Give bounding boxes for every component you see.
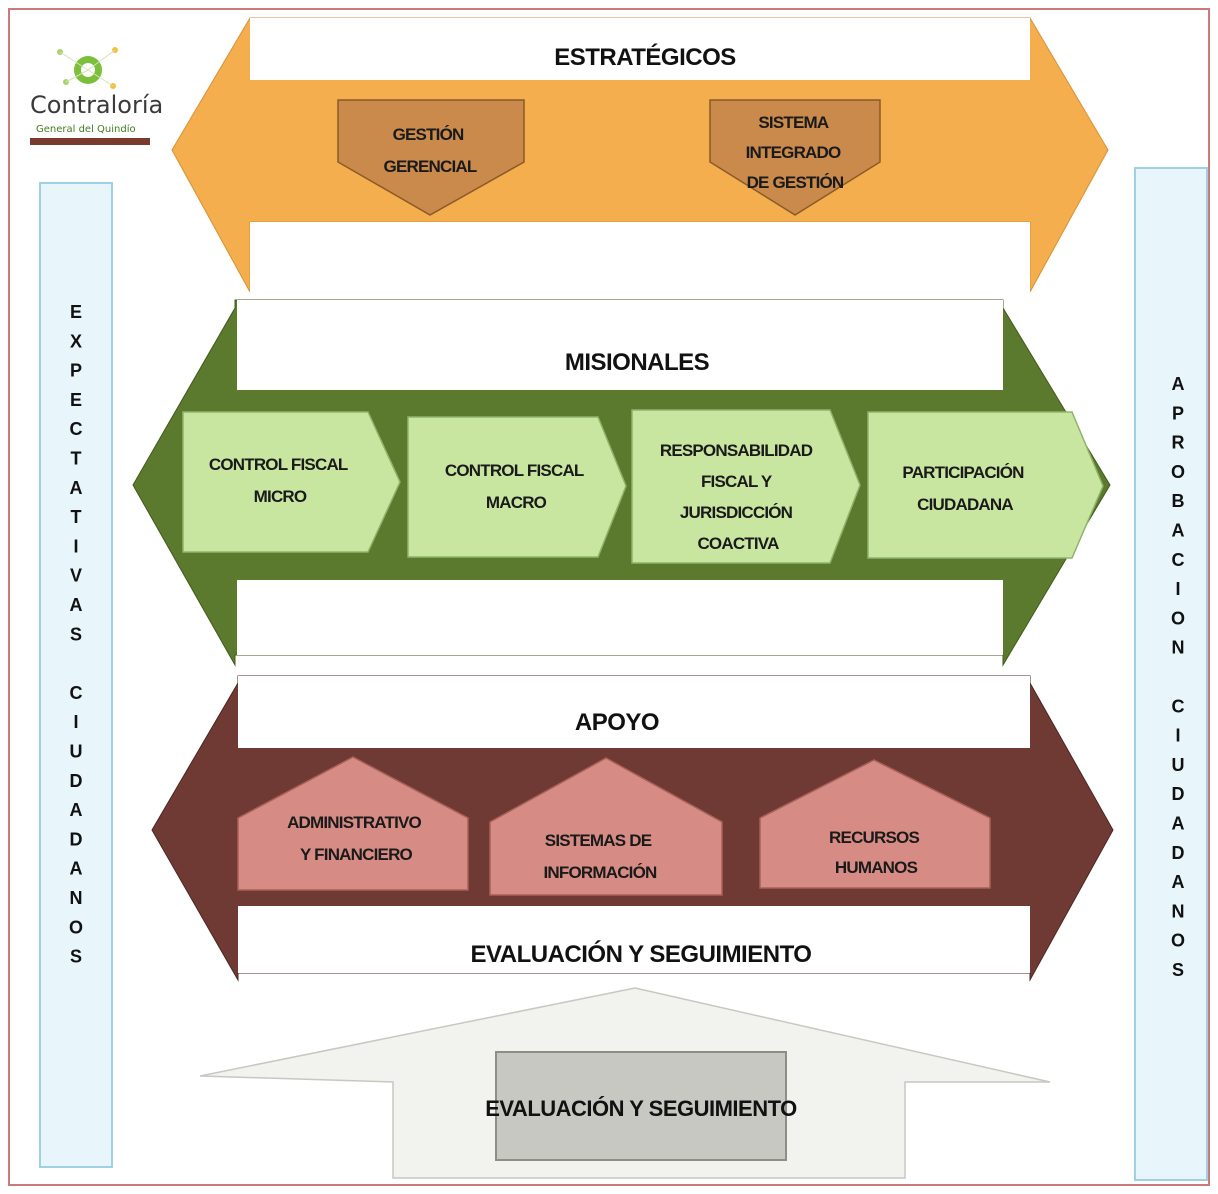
recursos-humanos-box xyxy=(759,759,991,889)
apoyo-title-band xyxy=(238,676,1030,748)
side-label-letter: D xyxy=(1172,843,1185,863)
sistema-integrado-box xyxy=(709,99,881,216)
gestion-gerencial-label: GESTIÓN GERENCIAL xyxy=(384,125,477,176)
side-label-letter: R xyxy=(1172,433,1185,453)
side-label-letter: V xyxy=(70,566,82,586)
recursos-humanos-label: RECURSOS HUMANOS xyxy=(829,828,923,877)
side-label-letter: A xyxy=(1172,521,1185,541)
participacion-ciudadana-box xyxy=(867,411,1104,559)
side-label-letter: U xyxy=(1172,755,1185,775)
side-label-letter: O xyxy=(1171,462,1185,482)
participacion-ciudadana-label: PARTICIPACIÓN CIUDADANA xyxy=(902,463,1027,514)
side-label-letter: C xyxy=(70,683,83,703)
side-label-letter: I xyxy=(73,712,78,732)
side-label-letter: A xyxy=(70,478,83,498)
side-label-letter: O xyxy=(1171,931,1185,951)
side-label-letter: O xyxy=(69,917,83,937)
side-label-letter: I xyxy=(1175,579,1180,599)
right-side-panel xyxy=(1134,167,1208,1181)
side-label-letter: S xyxy=(70,947,82,967)
left-side-panel xyxy=(39,182,113,1168)
administrativo-financiero-box xyxy=(237,756,469,891)
side-label-letter: A xyxy=(1172,872,1185,892)
contraloria-logo: Contraloría General del Quindío xyxy=(30,47,163,145)
side-label-letter: I xyxy=(1175,726,1180,746)
logo-subtitle: General del Quindío xyxy=(36,123,136,135)
side-label-letter: P xyxy=(1172,403,1184,423)
control-fiscal-micro-box xyxy=(182,411,401,553)
side-label-letter: C xyxy=(1172,550,1185,570)
side-label-letter: S xyxy=(1172,960,1184,980)
evaluacion-box-label: EVALUACIÓN Y SEGUIMIENTO xyxy=(485,1096,797,1121)
side-label-letter: C xyxy=(1172,696,1185,716)
control-fiscal-micro-label: CONTROL FISCAL MICRO xyxy=(209,455,351,506)
evaluacion-title: EVALUACIÓN Y SEGUIMIENTO xyxy=(471,940,812,968)
side-label-letter: A xyxy=(1172,374,1185,394)
gestion-gerencial-box xyxy=(337,99,525,216)
side-label-letter: A xyxy=(70,595,83,615)
side-label-letter: D xyxy=(70,829,83,849)
side-label-letter: X xyxy=(70,331,82,351)
apoyo-title: APOYO xyxy=(575,709,659,736)
estrategicos-title-band xyxy=(250,18,1030,80)
control-fiscal-macro-box xyxy=(407,416,627,558)
side-label-letter: O xyxy=(1171,608,1185,628)
side-label-letter: T xyxy=(71,507,82,527)
logo-tagline-bar xyxy=(30,138,150,145)
side-label-letter: P xyxy=(70,361,82,381)
estrategicos-title: ESTRATÉGICOS xyxy=(554,43,736,71)
side-label-letter: A xyxy=(70,800,83,820)
responsabilidad-fiscal-box xyxy=(631,409,861,564)
side-label-letter: T xyxy=(71,449,82,469)
side-label-letter: A xyxy=(1172,814,1185,834)
logo-name: Contraloría xyxy=(30,91,163,119)
side-label-letter: N xyxy=(1172,901,1185,921)
side-label-letter: D xyxy=(1172,784,1185,804)
side-label-letter: E xyxy=(70,390,82,410)
control-fiscal-macro-label: CONTROL FISCAL MACRO xyxy=(445,461,587,512)
side-label-letter: N xyxy=(1172,638,1185,658)
side-label-letter: N xyxy=(70,888,83,908)
evaluacion-box xyxy=(495,1051,787,1161)
side-label-letter: U xyxy=(70,742,83,762)
sistemas-informacion-box xyxy=(489,757,723,896)
side-label-letter: A xyxy=(70,859,83,879)
sistema-integrado-label: SISTEMA INTEGRADO DE GESTIÓN xyxy=(746,113,845,192)
administrativo-financiero-label: ADMINISTRATIVO Y FINANCIERO xyxy=(287,813,425,864)
side-label-letter: E xyxy=(70,302,82,322)
side-label-letter: I xyxy=(73,536,78,556)
side-label-letter: D xyxy=(70,771,83,791)
side-label-letter: S xyxy=(70,624,82,644)
sistemas-informacion-label: SISTEMAS DE INFORMACIÓN xyxy=(543,831,657,882)
side-label-letter: B xyxy=(1172,491,1185,511)
misionales-title-band xyxy=(237,300,1003,390)
diagram-frame xyxy=(8,8,1210,1186)
side-label-letter: C xyxy=(70,419,83,439)
responsabilidad-fiscal-label: RESPONSABILIDAD FISCAL Y JURISDICCIÓN CO… xyxy=(660,441,816,553)
misionales-title: MISIONALES xyxy=(565,349,710,376)
